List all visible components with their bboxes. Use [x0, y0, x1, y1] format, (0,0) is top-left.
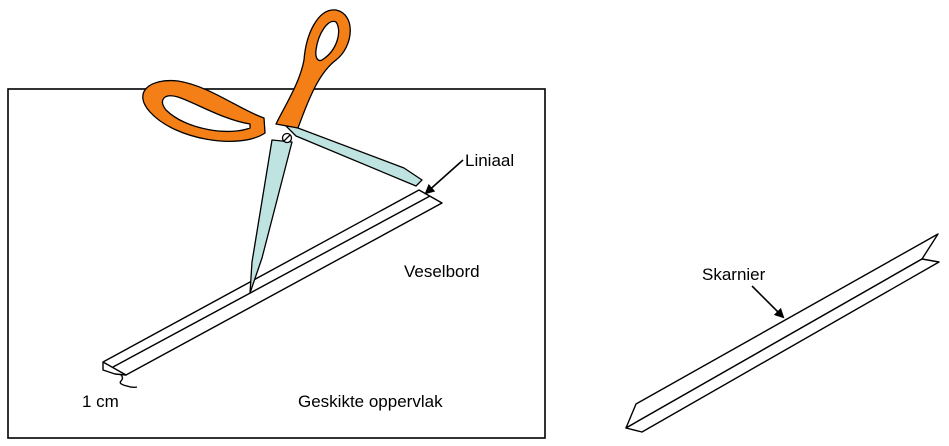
hinge-strip	[625, 233, 940, 433]
width-label: 1 cm	[82, 392, 119, 411]
scissors-icon	[142, 9, 423, 294]
ruler-strip	[102, 189, 443, 389]
fiberboard-label: Veselbord	[404, 262, 480, 281]
ruler-arrow	[424, 159, 464, 195]
hinge-label: Skarnier	[702, 265, 766, 284]
surface-label: Geskikte oppervlak	[298, 392, 443, 411]
ruler-label: Liniaal	[465, 151, 514, 170]
hinge-arrow	[751, 285, 785, 319]
